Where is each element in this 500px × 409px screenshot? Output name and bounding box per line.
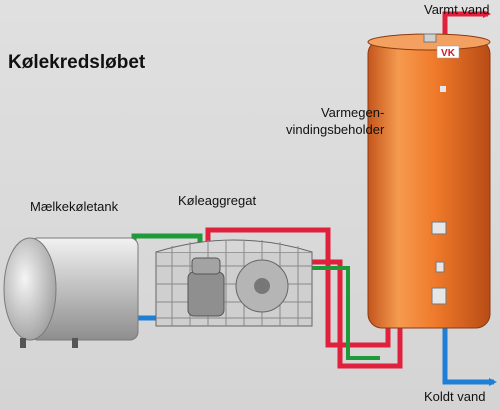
- heat-recovery-label-line2: vindingsbeholder: [286, 122, 385, 137]
- manufacturer-logo: VK: [436, 45, 460, 59]
- cooling-unit-label: Køleaggregat: [178, 193, 257, 208]
- heat-recovery-label-line1: Varmegen-: [320, 105, 385, 120]
- logo-text: VK: [441, 48, 456, 59]
- milk-tank-label: Mælkekøletank: [30, 199, 119, 214]
- diagram-title: Kølekredsløbet: [8, 52, 146, 73]
- hot-refrigerant-pipe: [205, 227, 391, 348]
- cold-water-inlet-pipe: [442, 325, 497, 386]
- warm-water-outlet-pipe: [442, 10, 491, 40]
- warm-water-label: Varmt vand: [424, 2, 490, 17]
- heat-recovery-label: Varmegen- vindingsbeholder: [286, 104, 384, 138]
- cooling-unit: [155, 239, 313, 327]
- cold-water-label: Koldt vand: [424, 389, 486, 404]
- green-refrigerant-return-pipe: [312, 266, 380, 360]
- milk-cooling-tank: [3, 237, 139, 348]
- heat-recovery-tank: [367, 33, 491, 329]
